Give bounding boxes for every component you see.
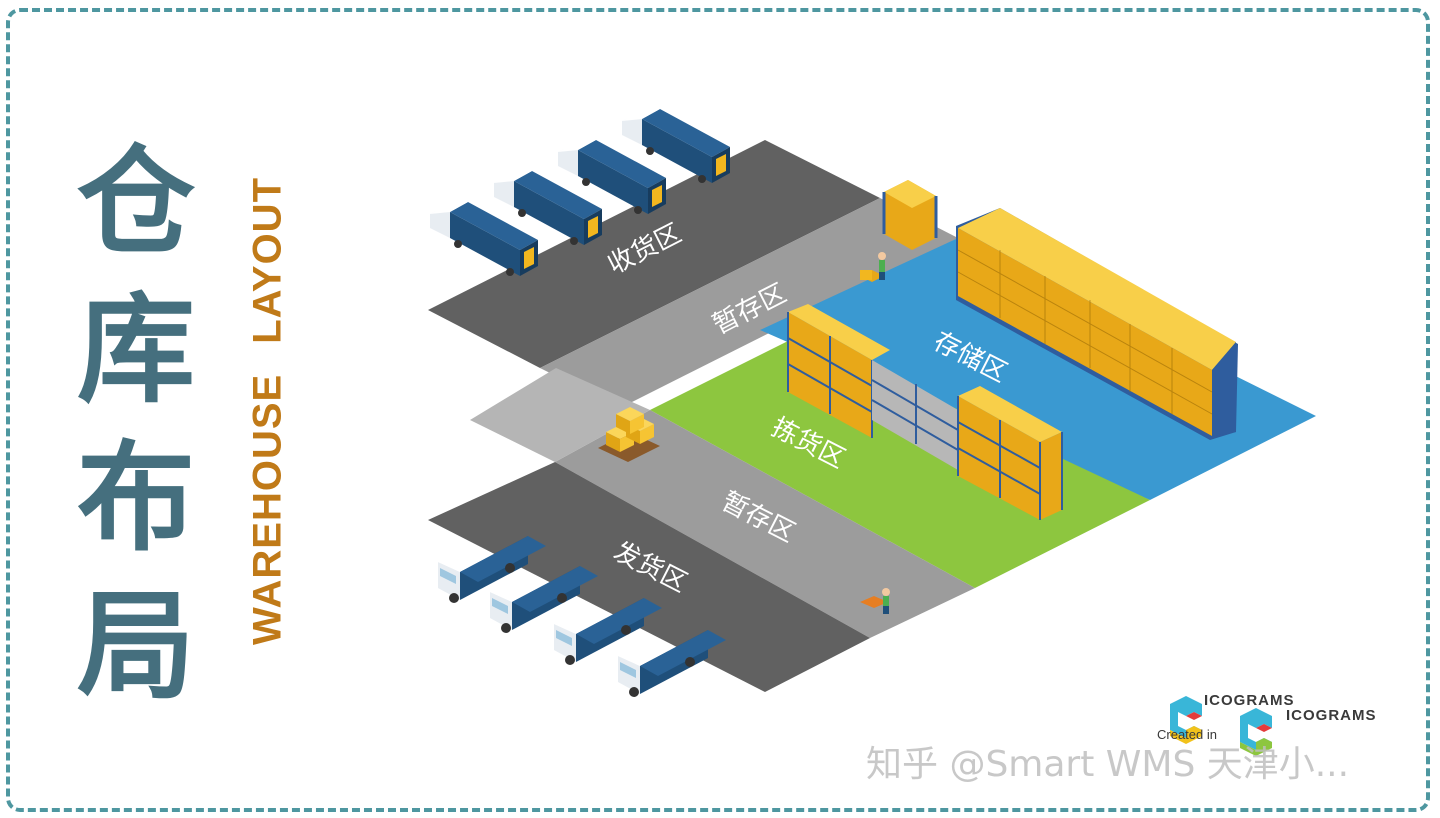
logo-created-in: Created in [1157, 727, 1217, 742]
logo-name-2: ICOGRAMS [1286, 707, 1377, 724]
aisle-floor [470, 368, 650, 462]
storage-rack-block [956, 208, 1238, 440]
watermark-text: 知乎 @Smart WMS 天津小... [866, 744, 1350, 785]
storage-zone-floor [760, 238, 1316, 500]
picking-rack-left [787, 304, 890, 438]
icograms-logo-mark-1 [1170, 696, 1202, 744]
shipping-floor [428, 462, 870, 692]
receiving-floor [428, 140, 880, 368]
title-char-ku: 库 [76, 281, 195, 419]
icograms-logo: ICOGRAMS ICOGRAMS Created in [1157, 690, 1410, 756]
title-char-ju: 局 [76, 577, 195, 715]
title-char-cang: 仓 [76, 133, 195, 271]
worker-cart-shipping [860, 588, 890, 614]
icograms-logo-mark-2 [1240, 708, 1272, 756]
picking-rack-right [957, 386, 1063, 520]
title-chinese: 仓 库 布 局 [66, 128, 206, 720]
pallet-boxes [598, 407, 660, 462]
logo-name-1: ICOGRAMS [1204, 692, 1295, 709]
worker-cart-receiving [860, 252, 886, 282]
title-char-bu: 布 [76, 429, 195, 567]
staging-rack [882, 180, 938, 250]
dashed-frame [6, 8, 1430, 812]
picking-zone-floor [650, 335, 1150, 588]
staging-out-floor [555, 410, 975, 638]
picking-rack-middle [871, 360, 959, 470]
staging-in-floor [540, 198, 958, 408]
